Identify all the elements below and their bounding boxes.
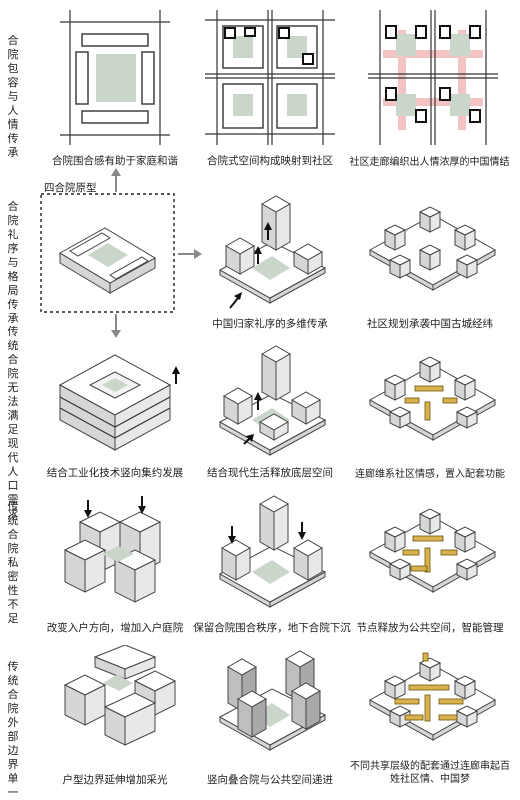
diagram-extended-boundary [45, 645, 185, 750]
diagram-courtyard-plan [60, 10, 170, 145]
diagram-stacked-courtyards [210, 645, 335, 755]
caption-r2-c3: 社区规划承袭中国古城经纬 [367, 318, 493, 330]
row-label-3: 传统合院无法满足现代人口需求 [7, 325, 19, 520]
diagram-entry-courtyard [50, 492, 185, 612]
row-label-2: 合院礼序与格局传承 [7, 200, 19, 325]
row-label-5: 传统合院外部边界单一 [7, 660, 19, 799]
row-label-4: 传统合院私密性不足 [7, 500, 19, 625]
diagram-prototype-axon [40, 193, 175, 313]
diagram-shared-facilities [365, 645, 500, 755]
caption-r3-c3: 连廊维系社区情感，置入配套功能 [355, 469, 505, 480]
caption-r4-c3: 节点释放为公共空间，智能管理 [356, 622, 504, 634]
caption-r5-c3: 不同共享层级的配套通过连廊串起百姓社区情、中国梦 [350, 761, 510, 785]
caption-r3-c1: 结合工业化技术竖向集约发展 [46, 467, 184, 479]
caption-r1-c2: 合院式空间构成映射到社区 [207, 155, 333, 167]
caption-r3-c2: 结合现代生活释放底层空间 [207, 467, 333, 479]
caption-r4-c1: 改变入户方向，增加入户庭院 [46, 622, 184, 634]
diagram-node-public-space [365, 492, 500, 612]
row-label-1: 合院包容与人情传承 [7, 34, 19, 159]
diagram-ground-release [210, 340, 335, 460]
arrow-right [178, 248, 202, 260]
caption-r5-c2: 竖向叠合院与公共空间递进 [207, 774, 333, 786]
caption-r4-c2: 保留合院围合秩序，地下合院下沉 [193, 622, 351, 634]
arrow-down [110, 314, 122, 338]
caption-r1-c1: 合院围合感有助于家庭和谐 [52, 155, 178, 167]
prototype-label: 四合院原型 [44, 182, 97, 194]
arrow-up [110, 168, 122, 192]
caption-r1-c3: 社区走廊编织出人情浓厚的中国情结 [349, 157, 510, 168]
diagram-vertical-block [50, 340, 185, 460]
caption-r5-c1: 户型边界延伸增加采光 [62, 774, 168, 786]
diagram-city-grid-axon [365, 190, 500, 310]
diagram-ritual-axon [210, 190, 335, 310]
diagram-corridor-functions [365, 340, 500, 460]
diagram-corridor-plan [368, 10, 498, 145]
diagram-community-plan [205, 10, 335, 145]
diagram-sunken-courtyard [210, 492, 335, 612]
caption-r2-c2: 中国归家礼序的多维传承 [212, 318, 328, 330]
